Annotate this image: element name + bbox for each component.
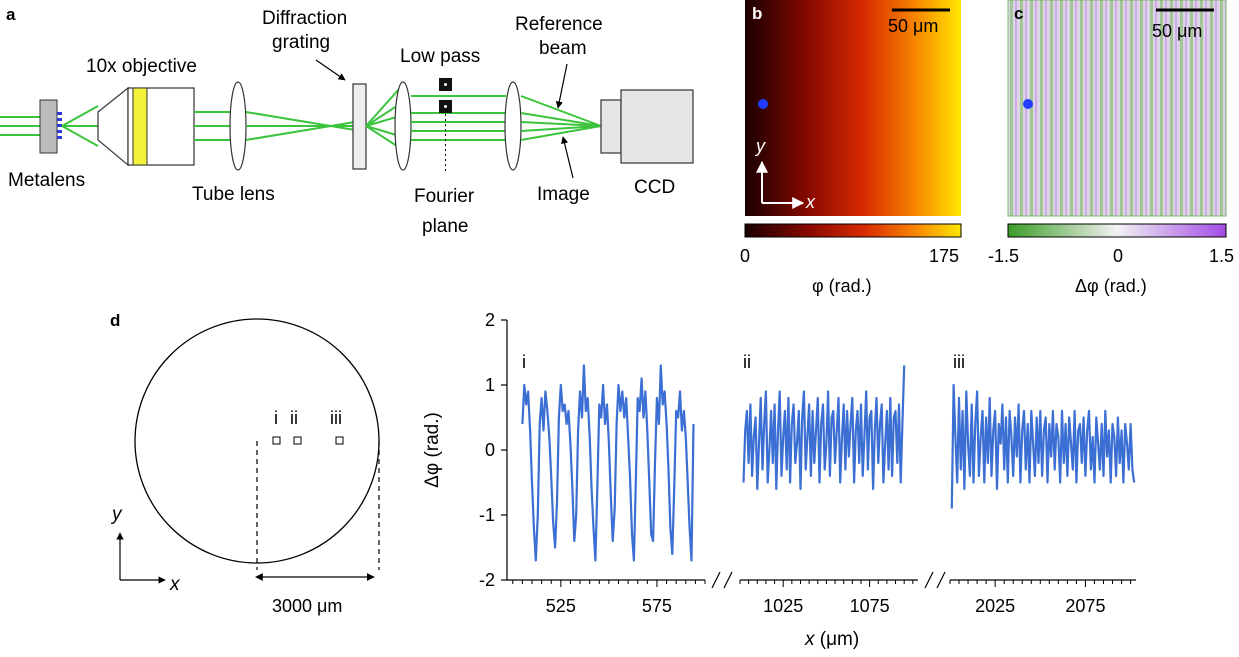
y-tick-label: -2	[479, 570, 495, 590]
phase-error-colorbar	[1007, 223, 1227, 238]
region-ii-label: ii	[290, 408, 298, 428]
objective-nose	[97, 86, 129, 167]
phase-map-axis-y-label: y	[754, 136, 766, 156]
image-label: Image	[537, 184, 590, 205]
objective-label: 10x objective	[86, 56, 197, 77]
setup-panel: a Metalens 10x objective Tu	[0, 5, 694, 237]
lens-schematic-panel: d i ii iii 3000 μm y x	[110, 311, 380, 616]
axis-break	[924, 571, 946, 589]
tube-lens-label: Tube lens	[192, 184, 275, 205]
fourier-plane-beams	[411, 95, 506, 141]
fourier-lens-2	[504, 81, 522, 171]
metalens-element	[39, 99, 58, 154]
chart-segments: 525 575 i 1025 1075 ii 2025 2075 iii	[507, 352, 1136, 616]
grating-pointer	[315, 59, 346, 81]
phase-error-colorbar-min: -1.5	[988, 246, 1019, 266]
ccd-label: CCD	[634, 177, 675, 198]
converging-beams	[520, 95, 602, 141]
x-tick-label: 2025	[975, 596, 1015, 616]
phase-map-axis-x-label: x	[805, 192, 816, 212]
x-tick-label: 575	[642, 596, 672, 616]
chart-x-axis-variable: x	[804, 629, 816, 650]
region-i-box	[272, 436, 281, 445]
x-tick-label: 1025	[763, 596, 803, 616]
schematic-axis-y-label: y	[110, 504, 123, 525]
phase-colorbar-min: 0	[740, 246, 750, 266]
tube-lens	[229, 81, 247, 171]
axis-break-slash	[936, 571, 946, 589]
phase-error-marker	[1023, 99, 1033, 109]
reference-label-line1: Reference	[515, 14, 603, 35]
y-tick-label: 1	[485, 375, 495, 395]
region-ii-box	[293, 436, 302, 445]
axis-break-slash	[924, 571, 934, 589]
ccd-window	[600, 99, 622, 154]
phase-map-scalebar-label: 50 μm	[888, 16, 938, 36]
fourier-label-line2: plane	[422, 216, 469, 237]
panel-label-c: c	[1014, 4, 1023, 23]
chart-y-axis-label: Δφ (rad.)	[422, 412, 443, 488]
x-tick-label: 525	[546, 596, 576, 616]
objective-filter	[132, 87, 148, 166]
fourier-lens-1	[394, 81, 412, 171]
ccd-body	[620, 89, 694, 164]
y-tick-label: 2	[485, 310, 495, 330]
diameter-label: 3000 μm	[272, 596, 342, 616]
axis-break-slash	[723, 571, 733, 589]
series-line-ii	[742, 365, 906, 491]
chart-x-axis-unit: (μm)	[815, 629, 860, 650]
phase-map-marker	[758, 99, 768, 109]
schematic-axis-x-label: x	[169, 574, 181, 595]
series-line-i	[521, 364, 695, 562]
diffraction-grating	[352, 83, 367, 170]
low-pass-label: Low pass	[400, 46, 480, 67]
chart-y-axis: 2 1 0 -1 -2	[479, 310, 508, 590]
series-label-iii: iii	[953, 352, 965, 372]
fourier-label-line1: Fourier	[414, 186, 475, 207]
phase-colorbar	[744, 223, 962, 238]
series-line-iii	[950, 383, 1136, 509]
axis-break-slash	[711, 571, 721, 589]
metalens-nanopillars	[57, 112, 62, 139]
grating-label-line2: grating	[272, 32, 330, 53]
phase-error-colorbar-max: 1.5	[1209, 246, 1234, 266]
phase-error-scalebar-label: 50 μm	[1152, 21, 1202, 41]
diffracted-beams	[365, 87, 401, 149]
x-tick-label: 1075	[850, 596, 890, 616]
axis-break	[711, 571, 733, 589]
segment-ii: 1025 1075 ii	[739, 352, 918, 616]
phase-map-image	[745, 0, 961, 216]
phase-error-colorbar-label: Δφ (rad.)	[1075, 276, 1147, 296]
region-i-label: i	[274, 408, 278, 428]
region-iii-box	[335, 436, 344, 445]
reference-pointer	[555, 63, 568, 109]
phase-colorbar-max: 175	[929, 246, 959, 266]
x-tick-label: 2075	[1065, 596, 1105, 616]
segment-i: 525 575 i	[507, 352, 706, 616]
image-pointer	[561, 136, 574, 179]
focused-beams	[245, 111, 356, 141]
reference-label-line2: beam	[539, 38, 587, 59]
series-label-ii: ii	[743, 352, 751, 372]
chart-x-axis-label: x (μm)	[804, 629, 859, 650]
phase-error-panel: c 50 μm -1.5 0 1.5 Δφ (rad.)	[988, 0, 1234, 296]
phase-error-colorbar-mid: 0	[1113, 246, 1123, 266]
y-tick-label: -1	[479, 505, 495, 525]
phase-colorbar-label: φ (rad.)	[812, 276, 872, 296]
panel-label-b: b	[752, 4, 762, 23]
phase-map-panel: b 50 μm y x 0 175 φ (rad.)	[740, 0, 962, 296]
panel-label-a: a	[6, 5, 16, 24]
segment-iii: 2025 2075 iii	[949, 352, 1136, 616]
phase-error-image	[1007, 0, 1227, 217]
series-label-i: i	[522, 352, 526, 372]
metalens-label: Metalens	[8, 170, 85, 191]
grating-label-line1: Diffraction	[262, 8, 347, 29]
panel-label-d: d	[110, 311, 120, 330]
y-tick-label: 0	[485, 440, 495, 460]
objective-input-beam	[61, 105, 99, 147]
region-iii-label: iii	[330, 408, 342, 428]
